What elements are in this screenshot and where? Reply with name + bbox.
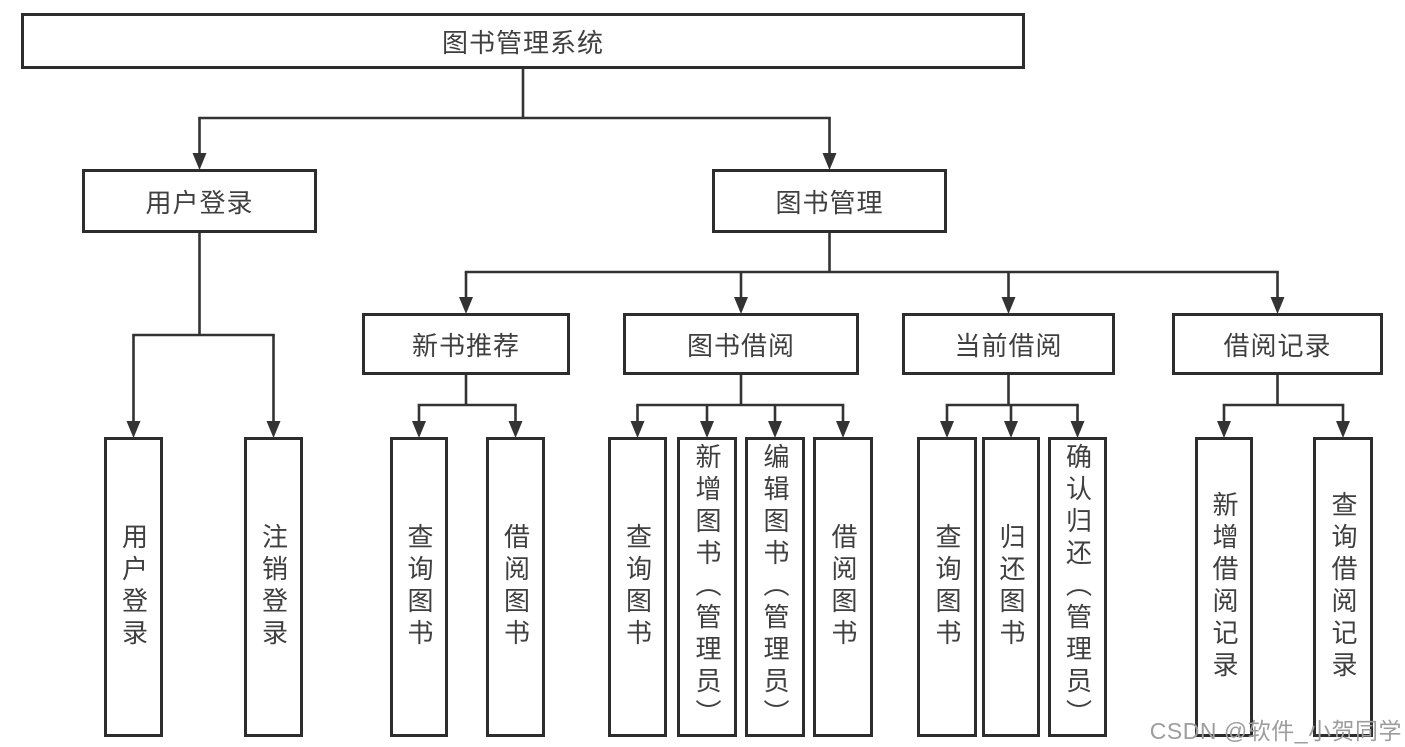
node-label: 编辑图书（管理员） [760,443,790,731]
node-label: 用户登录 [145,187,254,218]
leaf-borrow-books: 借阅图书 [813,437,873,737]
leaf-borrow-books: 借阅图书 [486,437,545,737]
node-label: 新增图书（管理员） [692,443,722,731]
node-label: 归还图书 [996,523,1026,651]
node-current-borrowing: 当前借阅 [902,313,1115,375]
leaf-add-borrow-record: 新增借阅记录 [1195,437,1253,737]
node-book-borrowing: 图书借阅 [623,313,859,375]
leaf-query-books: 查询图书 [917,437,977,737]
node-label: 新书推荐 [411,330,520,361]
node-new-book-recommendation: 新书推荐 [362,313,570,375]
leaf-query-borrow-record: 查询借阅记录 [1313,437,1373,737]
leaf-query-books: 查询图书 [608,437,667,737]
node-label: 用户登录 [118,523,149,651]
node-label: 当前借阅 [954,330,1063,361]
leaf-confirm-return-admin: 确认归还（管理员） [1048,437,1107,737]
node-book-management: 图书管理 [712,169,947,233]
node-label: 确认归还（管理员） [1062,443,1093,731]
node-label: 查询图书 [622,523,653,651]
csdn-watermark: CSDN @软件_小贺同学 [1149,718,1402,744]
node-label: 借阅图书 [828,523,858,651]
node-label: 图书管理系统 [441,27,604,58]
node-label: 借阅图书 [500,523,531,651]
leaf-logout: 注销登录 [244,437,303,737]
leaf-edit-books-admin: 编辑图书（管理员） [745,437,805,737]
node-label: 新增借阅记录 [1209,491,1239,683]
node-library-management-system: 图书管理系统 [21,13,1025,69]
node-label: 图书借阅 [686,330,795,361]
node-label: 借阅记录 [1223,330,1332,361]
node-borrowing-records: 借阅记录 [1172,313,1383,375]
node-label: 图书管理 [775,187,884,218]
node-label: 查询图书 [404,523,434,651]
node-label: 注销登录 [258,523,289,651]
leaf-add-books-admin: 新增图书（管理员） [677,437,737,737]
node-label: 查询借阅记录 [1328,491,1358,683]
leaf-query-books: 查询图书 [390,437,448,737]
leaf-user-login: 用户登录 [104,437,163,737]
node-user-login: 用户登录 [82,169,317,233]
node-label: 查询图书 [932,523,962,651]
leaf-return-books: 归还图书 [982,437,1040,737]
